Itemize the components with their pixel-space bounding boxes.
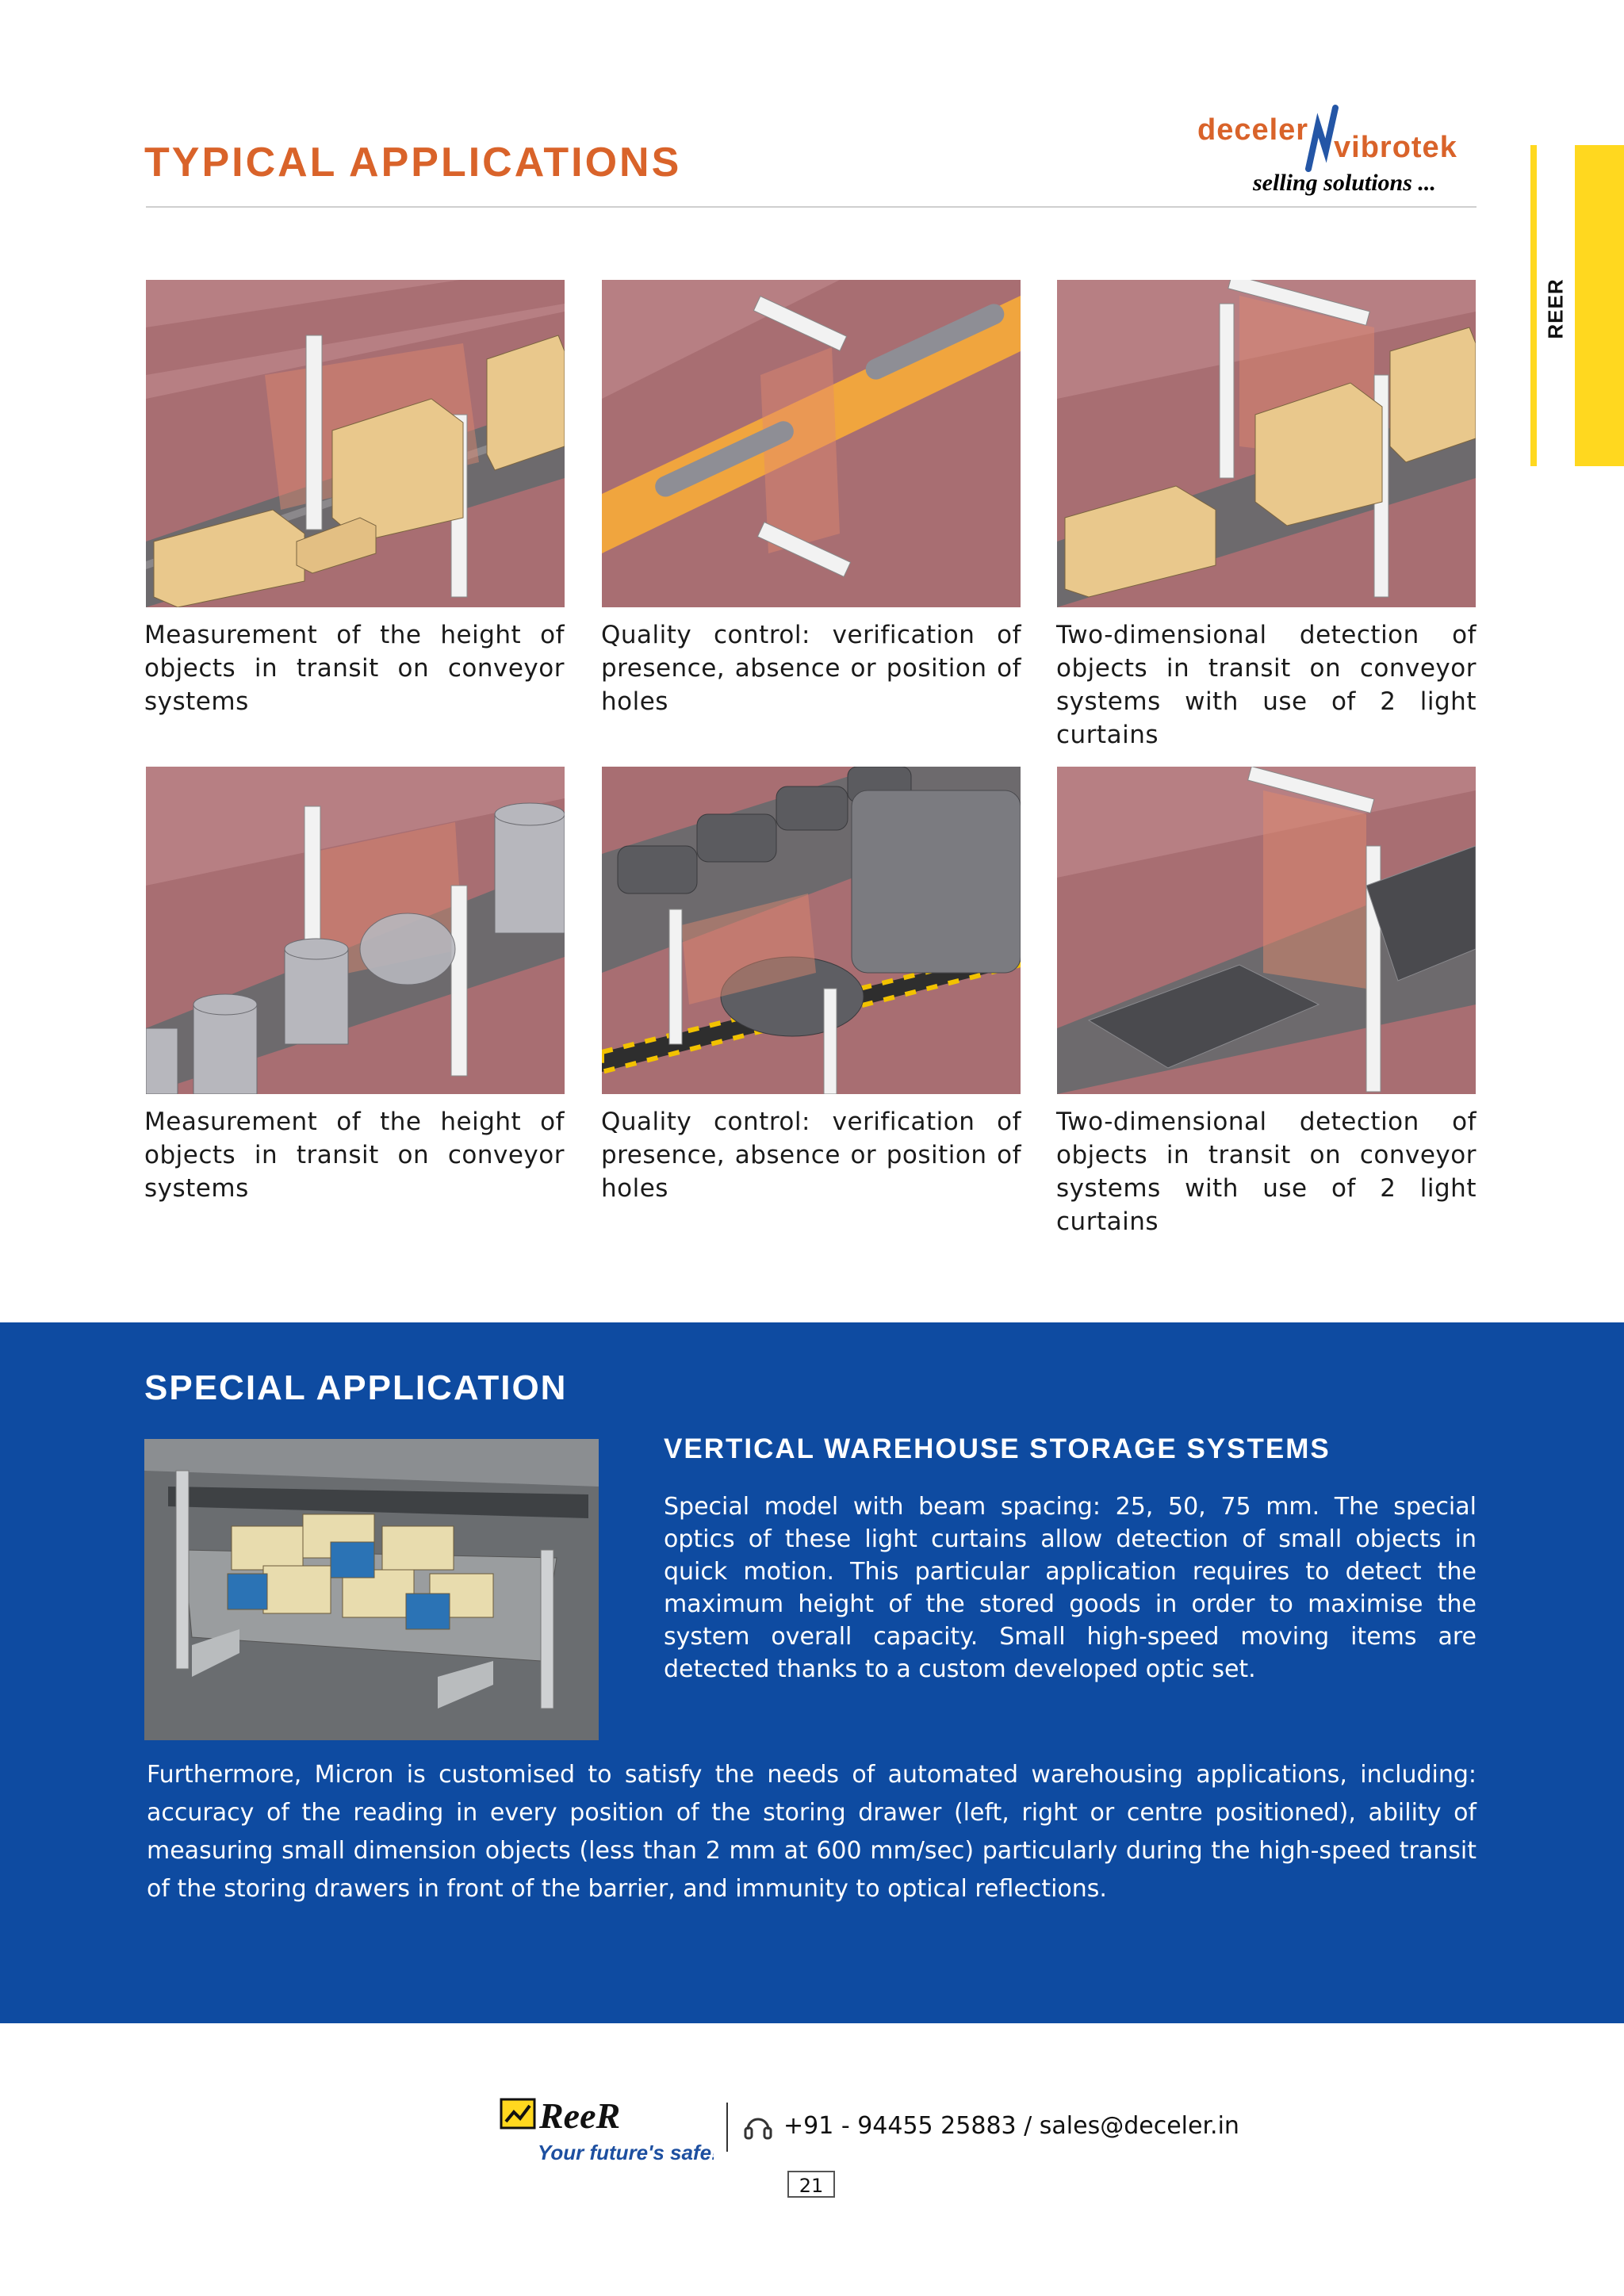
special-application-title: SPECIAL APPLICATION [144,1368,568,1407]
deceler-vibrotek-logo: deceler vibrotek selling solutions ... [1189,101,1483,205]
side-tab-label: REER [1543,278,1568,339]
header-divider [146,206,1477,208]
side-tab-accent [1530,145,1537,466]
application-caption-2: Quality control: verification of presenc… [601,621,1021,716]
page-number: 21 [787,2171,835,2198]
application-image-5 [599,766,1023,1095]
application-caption-3: Two-dimensional detection of objects in … [1056,621,1477,749]
application-image-3 [1057,274,1477,607]
application-caption-4: Measurement of the height of objects in … [144,1108,565,1203]
application-image-6 [1057,766,1477,1094]
side-tab [1575,145,1624,466]
special-application-subtitle: VERTICAL WAREHOUSE STORAGE SYSTEMS [664,1433,1331,1464]
application-caption-6: Two-dimensional detection of objects in … [1056,1108,1477,1236]
footer-divider [726,2103,728,2152]
application-image-1 [146,264,565,608]
reer-logo: ReeR Your future's safe! [500,2093,718,2164]
application-caption-1: Measurement of the height of objects in … [144,621,565,716]
special-application-paragraph-1: Special model with beam spacing: 25, 50,… [664,1493,1477,1683]
special-application-paragraph-2: Furthermore, Micron is customised to sat… [147,1761,1477,1903]
page-title: TYPICAL APPLICATIONS [144,140,682,186]
logo-word-left: deceler [1197,113,1308,147]
application-caption-5: Quality control: verification of presenc… [601,1108,1021,1203]
footer-contact: +91 - 94455 25883 / sales@deceler.in [783,2112,1239,2140]
warehouse-storage-image [144,1439,599,1740]
headset-icon [744,2112,772,2144]
brand-tagline: Your future's safe! [538,2141,714,2164]
application-image-4 [145,767,565,1095]
logo-word-right: vibrotek [1334,131,1457,164]
logo-tagline: selling solutions ... [1252,170,1436,196]
brand-name: ReeR [538,2095,620,2136]
application-image-2 [602,280,1021,607]
